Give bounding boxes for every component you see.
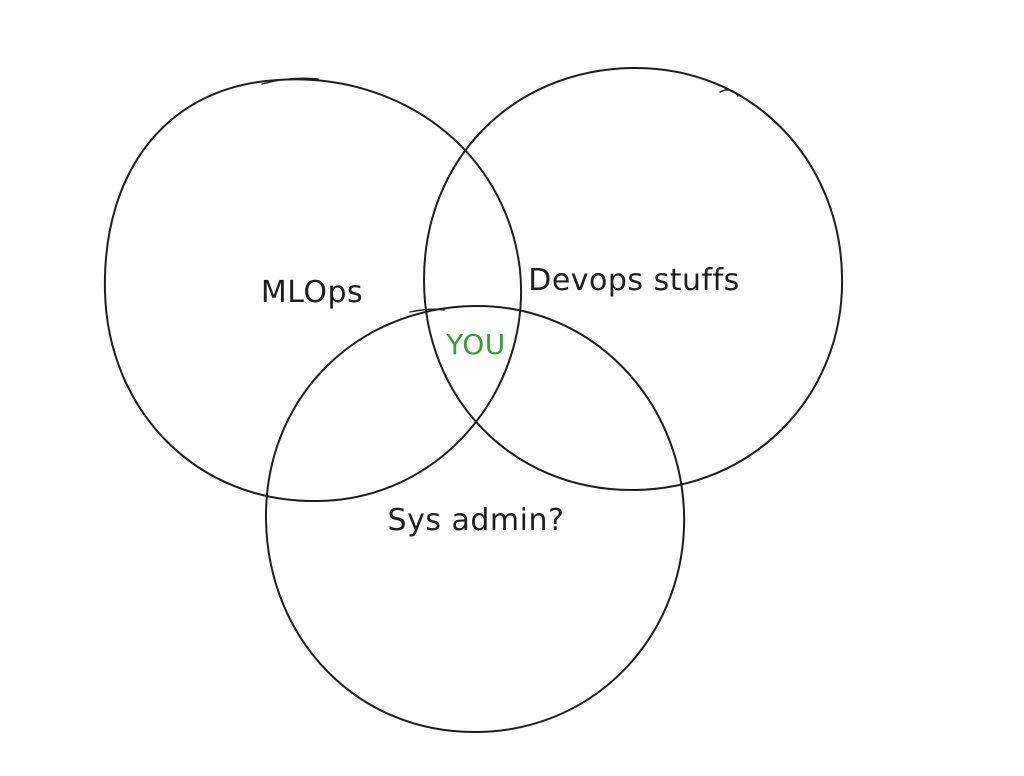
set-label-devops: Devops stuffs — [528, 263, 740, 298]
intersection-label-you: YOU — [445, 328, 506, 361]
circle-devops — [423, 66, 844, 491]
circle-sysadmin — [264, 304, 686, 734]
set-label-sysadmin: Sys admin? — [388, 503, 565, 538]
set-label-mlops: MLOps — [261, 275, 363, 310]
circle-mlops — [103, 77, 523, 503]
